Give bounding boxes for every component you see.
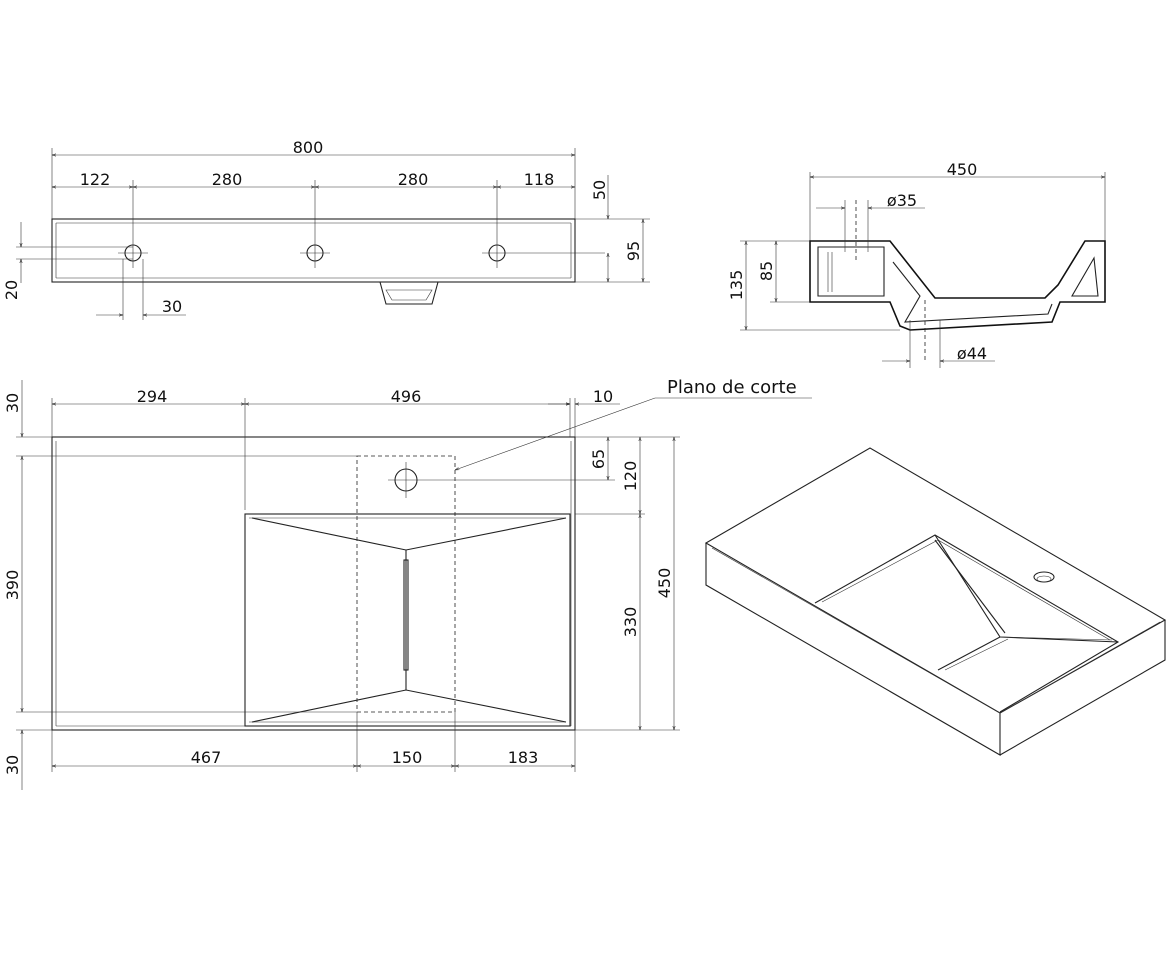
dim-offset-top: 50 xyxy=(590,180,609,200)
dim-tap-offset: 65 xyxy=(589,449,608,469)
tap-hole xyxy=(388,462,424,498)
dim-bottom-right: 183 xyxy=(508,748,539,767)
dim-hole-spacing: 30 xyxy=(162,297,182,316)
dim-drain: ø44 xyxy=(957,344,987,363)
hole-center xyxy=(300,238,330,268)
dim-spacing-2: 280 xyxy=(212,170,243,189)
dim-inner-length: 390 xyxy=(3,570,22,601)
dim-bottom-margin: 30 xyxy=(3,755,22,775)
dim-depth: 95 xyxy=(624,241,643,261)
dim-basin-depth: 330 xyxy=(621,607,640,638)
front-view: 800 122 280 280 118 50 95 20 30 xyxy=(2,138,650,320)
dim-bottom-middle: 150 xyxy=(392,748,423,767)
dim-spacing-3: 280 xyxy=(398,170,429,189)
iso-tap-hole xyxy=(1033,571,1055,583)
dim-height-total: 135 xyxy=(727,270,746,301)
cut-plane-label: Plano de corte xyxy=(667,377,797,398)
dim-overall-width: 800 xyxy=(293,138,324,157)
hole-right xyxy=(482,238,605,268)
plan-view: Plano de corte 294 496 10 65 120 330 450… xyxy=(3,377,812,790)
dim-section-width: 450 xyxy=(947,160,978,179)
dim-top-margin: 30 xyxy=(3,393,22,413)
dim-left-offset: 294 xyxy=(137,387,168,406)
dim-tap-hole: ø35 xyxy=(887,191,917,210)
dim-spacing-1: 122 xyxy=(80,170,111,189)
dim-bottom-left: 467 xyxy=(191,748,222,767)
dim-height-inner: 85 xyxy=(757,261,776,281)
dim-spacing-4: 118 xyxy=(524,170,555,189)
section-view: 450 ø35 135 85 ø44 xyxy=(727,160,1106,368)
dim-basin-width: 496 xyxy=(391,387,422,406)
dim-edge-height: 20 xyxy=(2,280,21,300)
hole-left xyxy=(118,238,148,268)
dim-basin-top: 120 xyxy=(621,461,640,492)
isometric-view xyxy=(704,447,1167,756)
dim-right-margin: 10 xyxy=(593,387,613,406)
dim-total-depth: 450 xyxy=(655,568,674,599)
